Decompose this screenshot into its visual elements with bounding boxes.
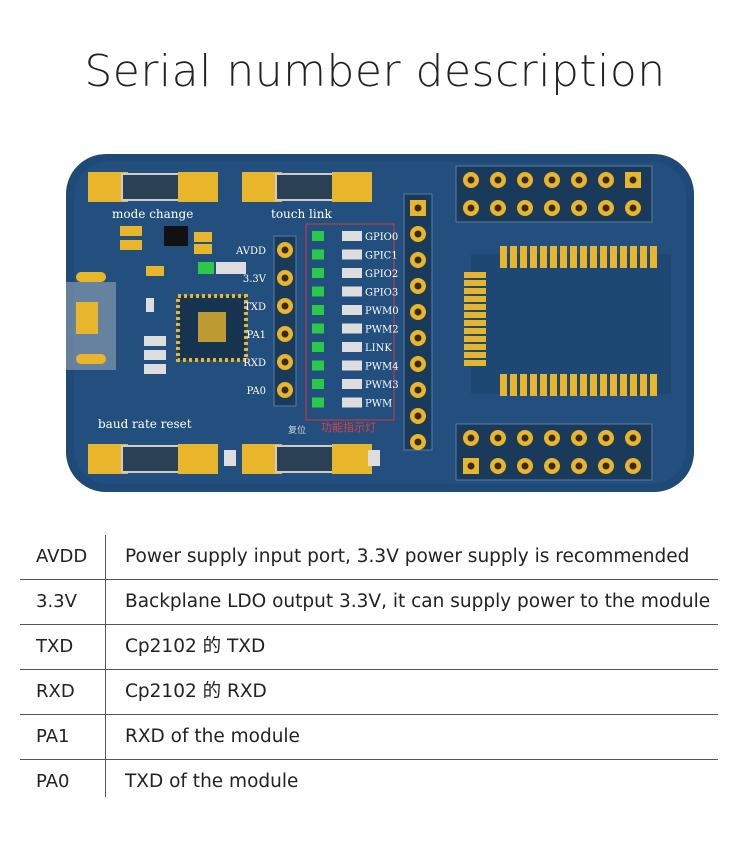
page-title: Serial number description <box>84 46 666 97</box>
pin-description-table: AVDD Power supply input port, 3.3V power … <box>20 535 718 804</box>
indicator-label: 功能指示灯 <box>321 420 376 434</box>
pin-name: 3.3V <box>36 591 77 612</box>
pin-description: Backplane LDO output 3.3V, it can supply… <box>125 591 711 612</box>
led-label: GPIO0 <box>365 232 398 243</box>
pcb-board-image: mode change touch link AVDD 3.3V TXD PA1RXD… <box>66 154 694 492</box>
table-row: PA0 TXD of the module <box>20 760 718 804</box>
led-label: GPIO2 <box>365 269 398 280</box>
pin-name: RXD <box>36 681 75 702</box>
touch-link-button <box>242 172 372 202</box>
pin-description: Power supply input port, 3.3V power supp… <box>125 546 690 567</box>
pin-name: AVDD <box>36 546 88 567</box>
pin-description: Cp2102 的 TXD <box>125 636 266 657</box>
indicator-box <box>305 223 395 421</box>
led-label: PWM3 <box>365 380 399 391</box>
pin-name: TXD <box>36 636 74 657</box>
led-label: PWM4 <box>365 362 399 373</box>
table-row: 3.3V Backplane LDO output 3.3V, it can su… <box>20 580 718 625</box>
board-pin-label: TXD <box>244 302 266 313</box>
pin-name: PA0 <box>36 771 70 792</box>
led-label: GPIO3 <box>365 288 398 299</box>
pin-description: RXD of the module <box>125 726 300 747</box>
led-label: LINK <box>365 343 392 354</box>
table-row: RXD Cp2102 的 RXD <box>20 670 718 715</box>
board-pin-label: RXD <box>243 358 266 369</box>
mode-change-button <box>88 172 218 202</box>
reset-button <box>242 444 372 474</box>
table-row: PA1 RXD of the module <box>20 715 718 760</box>
reset-label: 复位 <box>288 424 306 436</box>
table-divider <box>105 535 106 797</box>
pin-description: TXD of the module <box>125 771 299 792</box>
mode-change-label: mode change <box>112 207 193 221</box>
table-row: AVDD Power supply input port, 3.3V power … <box>20 535 718 580</box>
baud-rate-reset-label: baud rate reset <box>98 417 192 431</box>
led-label: GPIC1 <box>365 251 398 262</box>
board-pin-label: AVDD <box>235 246 266 257</box>
baud-rate-reset-button <box>88 444 218 474</box>
board-pin-label: PA1 <box>247 330 266 341</box>
led-label: PWM <box>365 399 392 410</box>
board-pin-label: PA0 <box>247 386 266 397</box>
touch-link-label: touch link <box>271 207 332 221</box>
pin-description: Cp2102 的 RXD <box>125 681 267 702</box>
table-row: TXD Cp2102 的 TXD <box>20 625 718 670</box>
board-pin-label: 3.3V <box>243 274 267 285</box>
pin-name: PA1 <box>36 726 70 747</box>
led-label: PWM2 <box>365 325 399 336</box>
led-label: PWM0 <box>365 306 399 317</box>
